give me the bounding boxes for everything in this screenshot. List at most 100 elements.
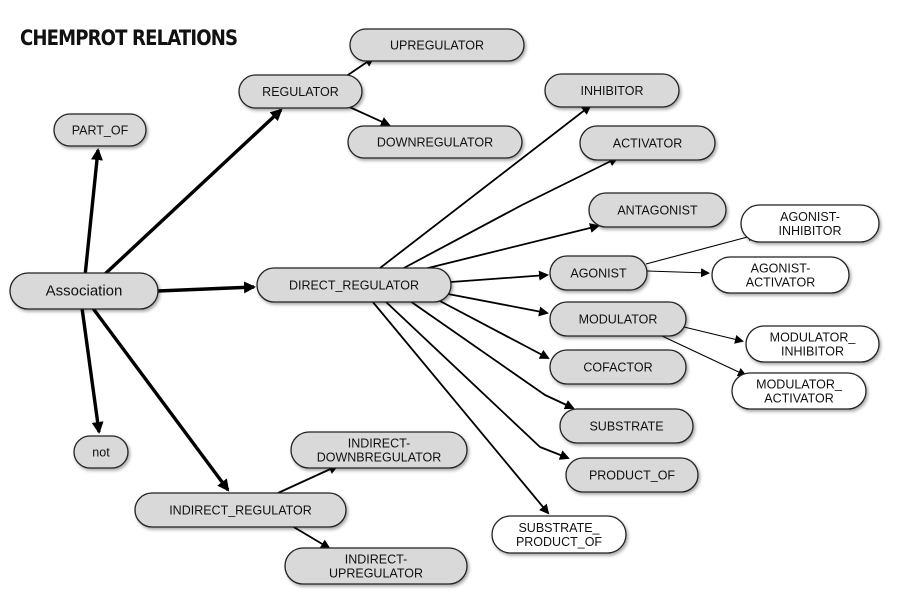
- node-inhibitor-label: INHIBITOR: [581, 84, 644, 98]
- node-antagonist-line: ANTAGONIST: [617, 204, 698, 218]
- node-activator-label: ACTIVATOR: [613, 137, 682, 151]
- node-antagonist: ANTAGONIST: [588, 192, 727, 228]
- edge-association-to-not: [80, 307, 104, 434]
- edge-indirect-regulator-to-indirect-downregulator: [277, 464, 339, 494]
- node-substrate-product-of: SUBSTRATE_PRODUCT_OF: [491, 515, 627, 554]
- edge-direct-regulator-to-cofactor: [437, 299, 550, 359]
- node-modulator-inhibitor-line: INHIBITOR: [781, 345, 844, 359]
- edges-layer: [80, 56, 757, 550]
- node-agonist-inhibitor-label: AGONIST-INHIBITOR: [779, 210, 842, 238]
- node-indirect-downregulator-label: INDIRECT-DOWNBREGULATOR: [317, 437, 442, 465]
- node-indirect-downregulator-line: DOWNBREGULATOR: [317, 451, 442, 465]
- node-modulator-line: MODULATOR: [579, 313, 658, 327]
- node-association: Association: [9, 272, 159, 310]
- edge-direct-regulator-to-agonist: [450, 270, 549, 283]
- node-agonist-inhibitor-line: INHIBITOR: [779, 224, 842, 238]
- node-direct-regulator: DIRECT_REGULATOR: [256, 267, 452, 303]
- node-inhibitor-line: INHIBITOR: [581, 84, 644, 98]
- edge-regulator-to-downregulator: [344, 104, 391, 127]
- edge-direct-regulator-to-antagonist: [419, 223, 600, 271]
- node-part-of-label: PART_OF: [72, 124, 129, 138]
- node-modulator-inhibitor-label: MODULATOR_INHIBITOR: [770, 331, 857, 359]
- node-substrate: SUBSTRATE: [559, 408, 694, 444]
- node-agonist-activator-line: ACTIVATOR: [746, 276, 815, 290]
- node-downregulator-box: [347, 125, 523, 159]
- node-direct-regulator-box: [256, 267, 452, 303]
- node-indirect-regulator-label: INDIRECT_REGULATOR: [169, 504, 312, 518]
- node-agonist-activator-box: [711, 256, 850, 294]
- node-substrate-product-of-box: [491, 515, 627, 554]
- node-regulator-line: REGULATOR: [262, 85, 339, 99]
- node-modulator-activator-box: [731, 372, 867, 410]
- node-cofactor-line: COFACTOR: [583, 361, 652, 375]
- node-upregulator-line: UPREGULATOR: [390, 39, 484, 53]
- node-indirect-upregulator-label: INDIRECT-UPREGULATOR: [329, 553, 423, 581]
- edge-direct-regulator-to-product-of: [384, 300, 570, 460]
- node-regulator-label: REGULATOR: [262, 85, 339, 99]
- diagram-title: CHEMPROT RELATIONS: [20, 26, 238, 50]
- node-agonist: AGONIST: [549, 255, 648, 291]
- node-modulator-activator-line: ACTIVATOR: [764, 392, 833, 406]
- node-downregulator-label: DOWNREGULATOR: [377, 136, 493, 150]
- node-part-of-line: PART_OF: [72, 124, 129, 138]
- node-part-of-box: [53, 113, 147, 147]
- node-association-box: [9, 272, 159, 310]
- node-indirect-downregulator-line: INDIRECT-: [348, 437, 411, 451]
- edge-direct-regulator-to-substrate-product-of: [371, 300, 550, 515]
- node-substrate-line: SUBSTRATE: [589, 420, 663, 434]
- edge-agonist-to-agonist-inhibitor: [645, 232, 757, 265]
- node-downregulator: DOWNREGULATOR: [347, 125, 523, 159]
- node-product-of: PRODUCT_OF: [565, 457, 699, 493]
- node-modulator-inhibitor: MODULATOR_INHIBITOR: [745, 325, 880, 363]
- node-indirect-upregulator-line: INDIRECT-: [345, 553, 408, 567]
- node-direct-regulator-label: DIRECT_REGULATOR: [289, 279, 419, 293]
- node-agonist-activator: AGONIST-ACTIVATOR: [711, 256, 850, 294]
- edge-association-to-indirect-regulator: [90, 305, 230, 492]
- node-substrate-box: [559, 408, 694, 444]
- node-agonist-box: [549, 255, 648, 291]
- node-substrate-product-of-line: PRODUCT_OF: [516, 535, 602, 549]
- edge-association-to-part-of: [83, 148, 103, 277]
- edge-modulator-to-modulator-activator: [661, 335, 747, 377]
- node-association-label: Association: [46, 283, 123, 300]
- node-modulator-label: MODULATOR: [579, 313, 658, 327]
- node-part-of: PART_OF: [53, 113, 147, 147]
- node-product-of-label: PRODUCT_OF: [589, 469, 675, 483]
- node-downregulator-line: DOWNREGULATOR: [377, 136, 493, 150]
- node-agonist-line: AGONIST: [570, 267, 627, 281]
- node-product-of-line: PRODUCT_OF: [589, 469, 675, 483]
- node-regulator: REGULATOR: [238, 74, 363, 109]
- edge-indirect-regulator-to-indirect-upregulator: [291, 525, 331, 550]
- node-agonist-inhibitor-line: AGONIST-: [780, 210, 840, 224]
- edge-direct-regulator-to-activator: [401, 157, 619, 270]
- node-upregulator: UPREGULATOR: [349, 28, 525, 62]
- node-agonist-activator-label: AGONIST-ACTIVATOR: [746, 262, 815, 290]
- node-not: not: [73, 435, 129, 469]
- node-cofactor-label: COFACTOR: [583, 361, 652, 375]
- node-inhibitor-box: [544, 73, 680, 108]
- node-indirect-upregulator: INDIRECT-UPREGULATOR: [284, 547, 468, 585]
- node-antagonist-label: ANTAGONIST: [617, 204, 698, 218]
- node-indirect-regulator: INDIRECT_REGULATOR: [134, 492, 347, 528]
- node-indirect-upregulator-line: UPREGULATOR: [329, 567, 423, 581]
- node-modulator: MODULATOR: [549, 301, 687, 337]
- node-cofactor-box: [549, 349, 687, 385]
- node-inhibitor: INHIBITOR: [544, 73, 680, 108]
- node-cofactor: COFACTOR: [549, 349, 687, 385]
- node-indirect-downregulator: INDIRECT-DOWNBREGULATOR: [290, 431, 468, 469]
- node-substrate-product-of-label: SUBSTRATE_PRODUCT_OF: [516, 521, 602, 549]
- edge-agonist-to-agonist-activator: [646, 268, 710, 278]
- node-indirect-upregulator-box: [284, 547, 468, 585]
- node-agonist-inhibitor-box: [740, 204, 880, 243]
- node-not-label: not: [92, 446, 110, 460]
- edge-association-to-regulator: [103, 108, 283, 276]
- node-antagonist-box: [588, 192, 727, 228]
- edge-modulator-to-modulator-inhibitor: [683, 326, 744, 344]
- node-substrate-product-of-line: SUBSTRATE_: [518, 521, 600, 535]
- node-modulator-activator-line: MODULATOR_: [756, 378, 843, 392]
- node-agonist-activator-line: AGONIST-: [751, 262, 811, 276]
- node-activator-line: ACTIVATOR: [613, 137, 682, 151]
- edge-direct-regulator-to-inhibitor: [379, 104, 592, 269]
- node-upregulator-label: UPREGULATOR: [390, 39, 484, 53]
